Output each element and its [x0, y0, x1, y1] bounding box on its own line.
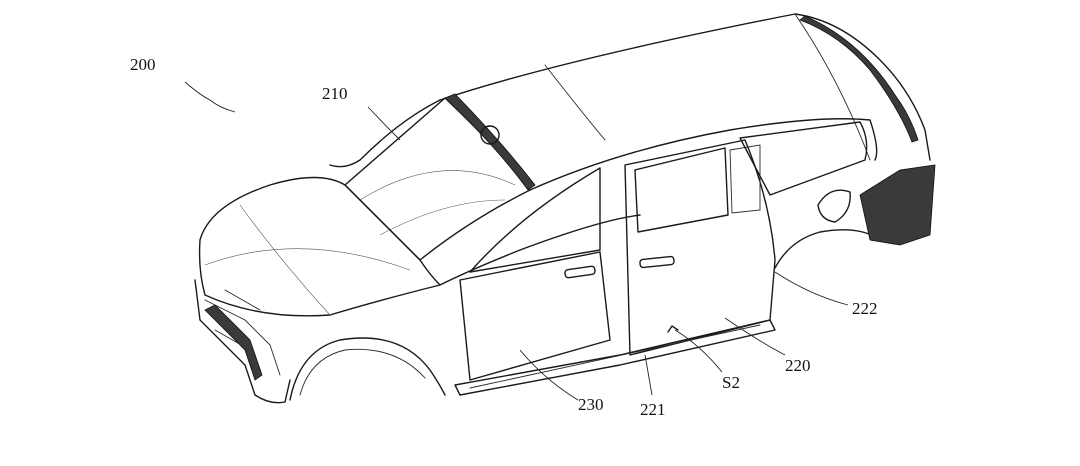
fuel-door: [817, 189, 851, 223]
front-bumper: [194, 279, 291, 404]
rear-door: [624, 139, 776, 356]
front-window: [469, 167, 601, 273]
quarter-window: [739, 121, 868, 196]
ref-220: 220: [785, 356, 811, 375]
cowl-frame: [444, 93, 536, 191]
rear-roof-frame: [799, 15, 919, 143]
ref-221: 221: [640, 400, 666, 419]
rear-window: [634, 147, 729, 233]
ref-200: 200: [130, 55, 156, 74]
rear-door-handle: [639, 255, 675, 269]
roof-rear-seam: [794, 13, 871, 161]
front-door: [459, 251, 611, 381]
leader-200: [184, 81, 236, 113]
arrow-s2: [667, 325, 679, 333]
ref-230: 230: [578, 395, 604, 414]
leader-210: [367, 106, 401, 141]
leader-s2: [674, 329, 723, 373]
front-door-handle: [564, 265, 596, 279]
mirror-mount: [480, 125, 500, 145]
rear-wheel-arch: [774, 229, 881, 269]
leader-222: [774, 271, 849, 306]
hood: [198, 176, 441, 317]
belt-line: [439, 214, 641, 286]
roof-front-edge: [329, 99, 441, 168]
windshield: [344, 97, 531, 261]
roof-outline: [439, 13, 931, 161]
leader-221: [644, 354, 653, 396]
roof-panel-seam: [544, 64, 606, 141]
leader-220: [724, 317, 786, 356]
body-side-upper: [529, 118, 878, 191]
ref-s2: S2: [722, 373, 740, 392]
front-wheel-arch: [289, 337, 446, 401]
ref-210: 210: [322, 84, 348, 103]
ref-222: 222: [852, 299, 878, 318]
front-crash-frame: [204, 304, 263, 381]
leader-230: [519, 349, 579, 401]
rear-structure: [859, 164, 936, 246]
